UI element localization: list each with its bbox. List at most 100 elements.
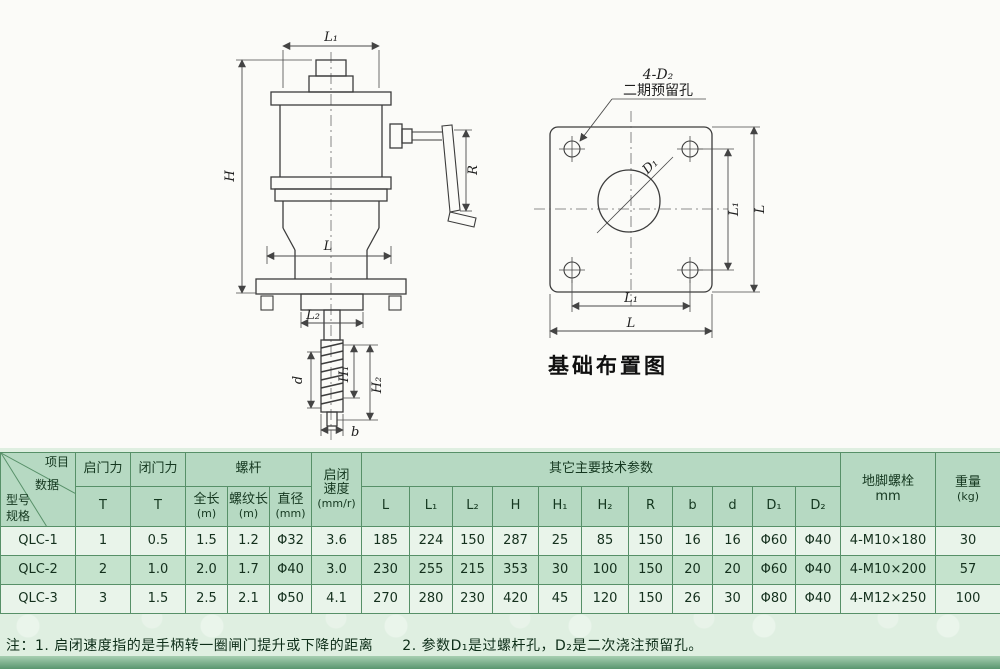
table-cell: 4-M10×200 bbox=[840, 555, 937, 585]
header-screw-length-label: 全长 bbox=[193, 492, 220, 508]
model-name: QLC-1 bbox=[0, 526, 76, 556]
table-cell: Φ60 bbox=[752, 555, 797, 585]
header-anchor-unit: mm bbox=[875, 488, 901, 504]
header-speed-line1: 启闭 bbox=[323, 467, 350, 483]
header-diameter-unit: (mm) bbox=[275, 506, 306, 520]
table-cell: Φ40 bbox=[268, 555, 313, 585]
header-col-H1: H₁ bbox=[538, 486, 583, 527]
header-screw-length: 全长 (m) bbox=[185, 486, 228, 527]
foundation-plan-title: 基础布置图 bbox=[548, 354, 668, 378]
header-anchor-line1: 地脚螺栓 bbox=[862, 473, 915, 489]
header-diameter: 直径 (mm) bbox=[268, 486, 313, 527]
table-cell: Φ40 bbox=[795, 555, 842, 585]
header-col-d: d bbox=[712, 486, 754, 527]
table-cell: 255 bbox=[409, 555, 454, 585]
table-cell: 0.5 bbox=[130, 526, 186, 556]
table-cell: 150 bbox=[628, 555, 674, 585]
header-diameter-label: 直径 bbox=[277, 492, 304, 508]
table-cell: Φ80 bbox=[752, 584, 797, 614]
table-cell: 2 bbox=[75, 555, 131, 585]
table-cell: 30 bbox=[538, 555, 583, 585]
table-cell: 16 bbox=[712, 526, 754, 556]
diagonal-divider bbox=[1, 453, 75, 526]
header-col-D1: D₁ bbox=[752, 486, 797, 527]
drawings-area: L₁ H R L L₂ bbox=[223, 30, 768, 440]
table-cell: 420 bbox=[492, 584, 540, 614]
header-weight-line1: 重量 bbox=[955, 475, 982, 491]
dim-label-l-bottom: L bbox=[626, 316, 636, 331]
table-cell: 150 bbox=[628, 584, 674, 614]
corner-label-model-2: 规格 bbox=[6, 509, 31, 523]
table-cell: Φ32 bbox=[268, 526, 313, 556]
header-weight-unit: (kg) bbox=[957, 489, 979, 503]
dim-label-r: R bbox=[466, 165, 481, 176]
header-speed: 启闭 速度 (mm/r) bbox=[311, 452, 363, 527]
table-cell: 150 bbox=[452, 526, 494, 556]
table-cell: 230 bbox=[452, 584, 494, 614]
table-cell: 215 bbox=[452, 555, 494, 585]
header-screw-length-unit: (m) bbox=[196, 506, 217, 520]
table-cell: 353 bbox=[492, 555, 540, 585]
header-col-H: H bbox=[492, 486, 540, 527]
header-speed-unit: (mm/r) bbox=[317, 496, 356, 510]
dim-label-h: H bbox=[223, 170, 238, 183]
corner-header-cell: 项目 数据 型号 规格 bbox=[0, 452, 76, 527]
header-anchor-bolt: 地脚螺栓 mm bbox=[840, 452, 937, 527]
table-cell: Φ40 bbox=[795, 584, 842, 614]
callout-reserved-hole: 二期预留孔 bbox=[623, 83, 693, 99]
header-col-L: L bbox=[361, 486, 411, 527]
table-cell: 2.1 bbox=[227, 584, 270, 614]
table-cell: 280 bbox=[409, 584, 454, 614]
table-cell: 3 bbox=[75, 584, 131, 614]
header-col-H2: H₂ bbox=[581, 486, 630, 527]
callout-bolt-count: 4-D₂ bbox=[642, 67, 674, 83]
dim-label-l1: L₁ bbox=[323, 30, 338, 45]
table-cell: 30 bbox=[712, 584, 754, 614]
table-cell: 2.5 bbox=[185, 584, 228, 614]
header-other-params-group: 其它主要技术参数 bbox=[361, 452, 842, 487]
spec-panel: 项目 数据 型号 规格 启门力 闭门力 螺杆 启闭 速度 (mm/r) 其它主要… bbox=[0, 448, 1000, 669]
hoist-drawing: L₁ H R L L₂ bbox=[223, 30, 481, 440]
header-col-L1: L₁ bbox=[409, 486, 454, 527]
spec-table: 项目 数据 型号 规格 启门力 闭门力 螺杆 启闭 速度 (mm/r) 其它主要… bbox=[0, 452, 1000, 614]
table-cell: Φ40 bbox=[795, 526, 842, 556]
drawings-svg: L₁ H R L L₂ bbox=[223, 30, 768, 440]
header-open-force-unit: T bbox=[75, 486, 131, 527]
table-cell: 270 bbox=[361, 584, 411, 614]
dim-label-l1-bottom: L₁ bbox=[623, 291, 638, 306]
header-thread-length-unit: (m) bbox=[238, 506, 259, 520]
header-open-force: 启门力 bbox=[75, 452, 131, 487]
header-close-force-unit: T bbox=[130, 486, 186, 527]
dim-label-h1: H₁ bbox=[337, 366, 352, 384]
dim-label-l-right: L bbox=[753, 205, 768, 215]
header-col-D2: D₂ bbox=[795, 486, 842, 527]
header-speed-line2: 速度 bbox=[323, 482, 350, 498]
scan-edge-strip bbox=[0, 656, 1000, 669]
corner-label-data: 数据 bbox=[35, 478, 60, 492]
table-row-qlc-3: QLC-3 3 1.5 2.5 2.1 Φ50 4.1 270 280 230 … bbox=[0, 584, 1000, 614]
header-thread-length-label: 螺纹长 bbox=[228, 492, 268, 508]
table-cell: 3.0 bbox=[311, 555, 363, 585]
model-name: QLC-3 bbox=[0, 584, 76, 614]
dim-label-d: d bbox=[291, 376, 306, 384]
table-cell: 120 bbox=[581, 584, 630, 614]
table-cell: 26 bbox=[672, 584, 714, 614]
table-row-qlc-2: QLC-2 2 1.0 2.0 1.7 Φ40 3.0 230 255 215 … bbox=[0, 555, 1000, 585]
corner-label-model-1: 型号 bbox=[6, 493, 31, 507]
table-cell: 20 bbox=[672, 555, 714, 585]
table-cell: 185 bbox=[361, 526, 411, 556]
table-cell: 20 bbox=[712, 555, 754, 585]
header-screw-group: 螺杆 bbox=[184, 452, 313, 487]
table-row-qlc-1: QLC-1 1 0.5 1.5 1.2 Φ32 3.6 185 224 150 … bbox=[0, 526, 1000, 556]
table-cell: 1.5 bbox=[185, 526, 228, 556]
table-cell: 4.1 bbox=[311, 584, 363, 614]
dim-label-l1-right: L₁ bbox=[727, 202, 742, 217]
header-col-b: b bbox=[672, 486, 714, 527]
table-cell: 287 bbox=[492, 526, 540, 556]
header-close-force: 闭门力 bbox=[130, 452, 186, 487]
table-cell: 85 bbox=[581, 526, 630, 556]
model-name: QLC-2 bbox=[0, 555, 76, 585]
table-cell: 1.5 bbox=[130, 584, 186, 614]
dim-label-b: b bbox=[351, 425, 359, 440]
